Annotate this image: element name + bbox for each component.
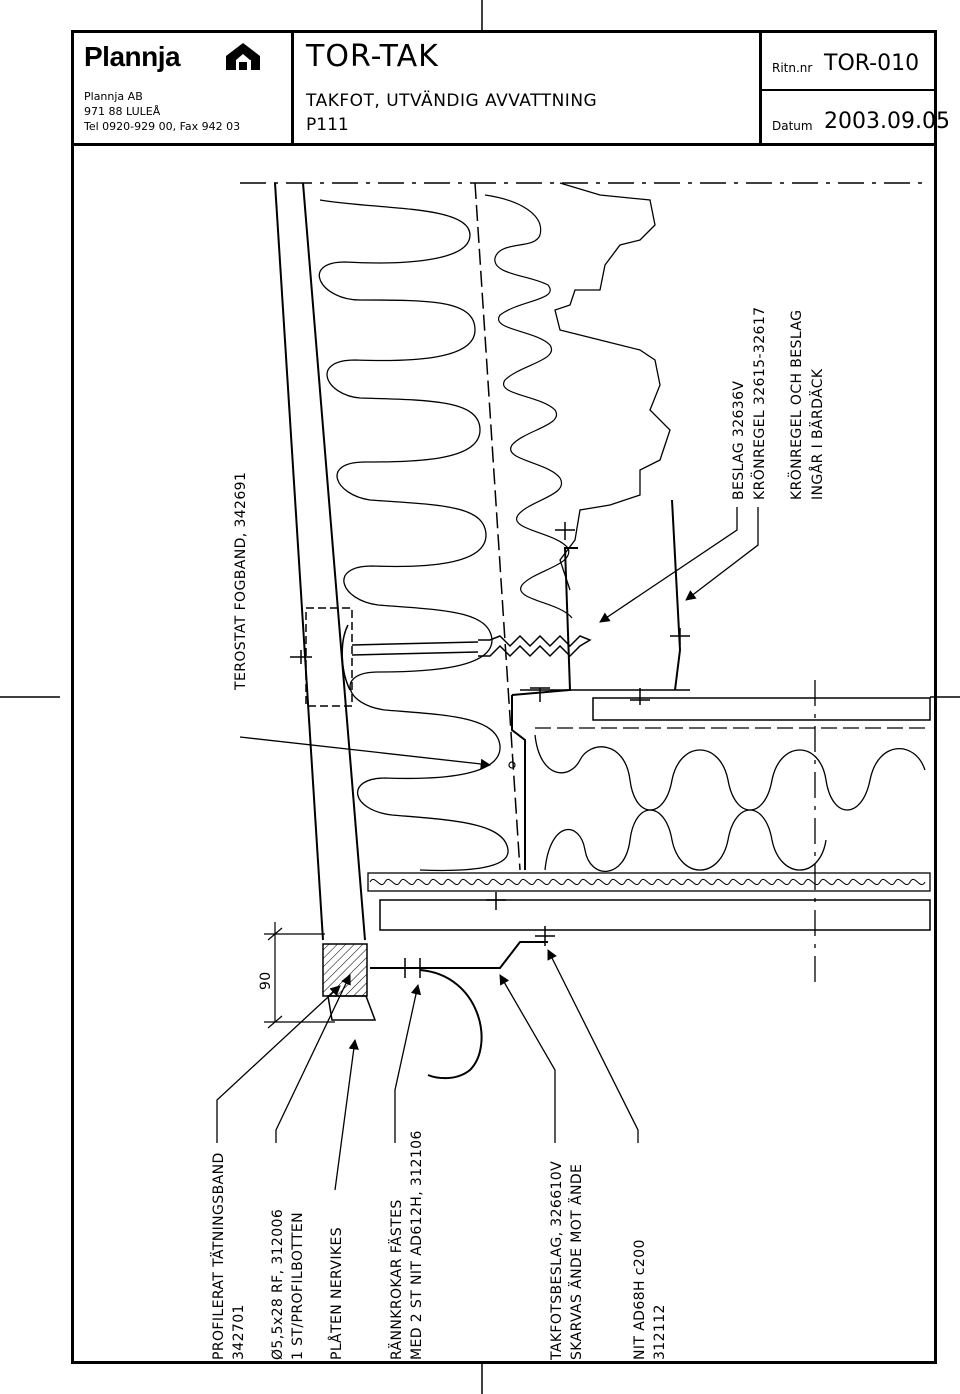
leader-hook — [394, 983, 422, 1143]
drawing-title-block: TOR-TAK TAKFOT, UTVÄNDIG AVVATTNING P111 — [294, 33, 762, 143]
label-takfotsbeslag-2: SKARVAS ÄNDE MOT ÄNDE — [567, 1164, 585, 1360]
company-city: 971 88 LULEÅ — [84, 105, 161, 118]
lower-insulation-waves — [534, 734, 926, 811]
eave-flashing — [370, 941, 548, 969]
brand-name: Plannja — [84, 41, 181, 72]
leader-kronregel — [685, 507, 759, 601]
dimension-label: 90 — [258, 971, 274, 990]
wall-profile — [511, 695, 526, 870]
leader-platen — [334, 1038, 359, 1191]
drawing-meta-block: Ritn.nr TOR-010 Datum 2003.09.05 — [762, 33, 950, 143]
leader-tatning — [216, 985, 341, 1143]
label-screw-1: Ø5,5x28 RF, 312006 — [270, 1209, 286, 1360]
drawing-title: TOR-TAK — [306, 39, 439, 74]
label-tatning-2: 342701 — [231, 1304, 247, 1360]
label-hook-2: MED 2 ST NIT AD612H, 312106 — [409, 1130, 425, 1360]
meta-divider — [762, 89, 934, 91]
drawing-description: TAKFOT, UTVÄNDIG AVVATTNING — [306, 91, 598, 111]
company-name: Plannja AB — [84, 90, 143, 103]
note-line-1: KRÖNREGEL OCH BESLAG — [787, 310, 805, 500]
label-platen: PLÅTEN NERVIKES — [328, 1227, 345, 1360]
leader-screw — [275, 974, 351, 1143]
dimension-90 — [264, 922, 335, 1029]
beslag-profile — [511, 547, 578, 696]
company-address: Plannja AB 971 88 LULEÅ Tel 0920-929 00,… — [84, 89, 240, 134]
sealing-band — [322, 943, 368, 997]
label-takfotsbeslag-1: TAKFOTSBESLAG, 326610V — [549, 1161, 565, 1361]
label-screw-2: 1 ST/PROFILBOTTEN — [290, 1212, 306, 1360]
rivet — [508, 761, 516, 769]
company-phone: Tel 0920-929 00, Fax 942 03 — [84, 120, 241, 133]
date-label: Datum — [772, 119, 813, 133]
insulation-small-loops — [484, 194, 573, 619]
drawing-date: 2003.09.05 — [824, 109, 950, 134]
insulation-dashed-line — [474, 182, 521, 871]
insulation-strip — [367, 872, 931, 892]
deck-rough-edge — [554, 182, 671, 591]
label-fogband: TEROSTAT FOGBAND, 342691 — [233, 472, 249, 691]
company-block: Plannja Plannja AB 971 88 LULEÅ Tel 0920… — [74, 33, 294, 143]
label-nit-1: NIT AD68H c200 — [632, 1239, 648, 1360]
fastener-marks — [290, 522, 690, 978]
roof-sheet-outer — [274, 182, 324, 941]
drawing-frame: Plannja Plannja AB 971 88 LULEÅ Tel 0920… — [71, 30, 950, 1364]
gutter-hook — [419, 969, 483, 1080]
product-code: P111 — [306, 115, 349, 135]
label-beslag: BESLAG 32636V — [731, 381, 747, 500]
krönregel-profile — [671, 499, 682, 691]
deck-plate — [592, 697, 931, 721]
label-kronregel: KRÖNREGEL 32615-32617 — [750, 307, 768, 500]
label-tatning-1: PROFILERAT TÄTNINGSBAND — [209, 1152, 227, 1360]
drawing-number-label: Ritn.nr — [772, 61, 813, 75]
house-logo-icon — [226, 43, 260, 70]
leader-fogband — [239, 736, 492, 770]
drawing-number: TOR-010 — [824, 51, 920, 76]
label-nit-2: 312112 — [652, 1304, 668, 1360]
title-block: Plannja Plannja AB 971 88 LULEÅ Tel 0920… — [74, 33, 950, 146]
note-line-2: INGÅR I BÄRDÄCK — [808, 368, 826, 500]
screw — [305, 607, 592, 707]
leader-takfotsbeslag — [499, 974, 556, 1143]
insulation-strip-waves — [369, 878, 926, 886]
roof-sheet-inner — [302, 182, 366, 941]
roof-insulation — [318, 199, 509, 872]
lower-insulation-waves-2 — [544, 809, 827, 873]
leader-nit — [547, 949, 639, 1143]
leader-beslag — [599, 507, 738, 623]
fascia-board — [379, 899, 931, 931]
label-hook-1: RÄNNKROKAR FÄSTES — [387, 1199, 405, 1360]
sheet-end-fold — [327, 995, 377, 1021]
